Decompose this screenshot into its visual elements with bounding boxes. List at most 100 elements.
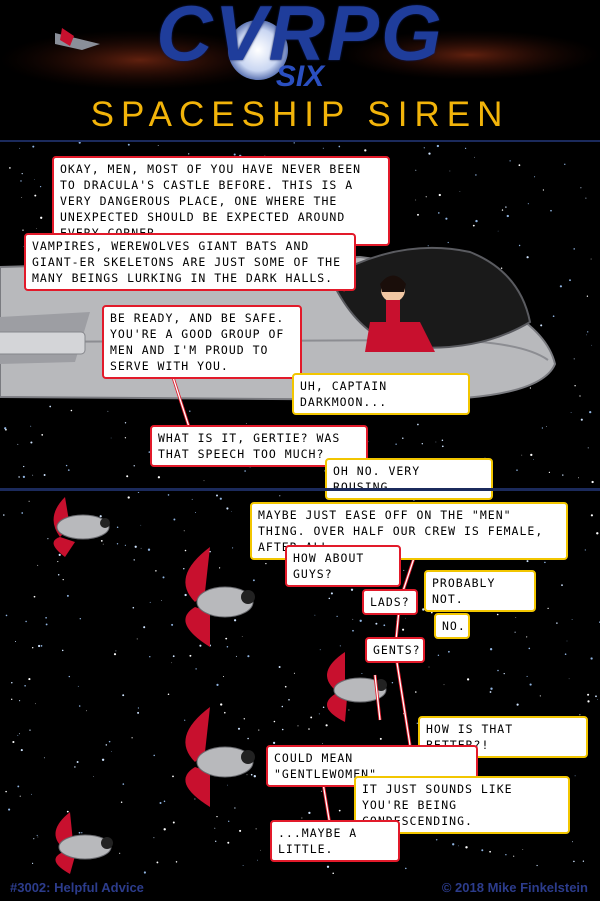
star <box>521 454 523 456</box>
star <box>172 655 175 658</box>
star <box>587 693 590 696</box>
star <box>224 711 226 714</box>
star <box>33 838 35 840</box>
star <box>137 707 139 709</box>
star <box>257 859 258 861</box>
star <box>43 757 45 759</box>
star <box>5 790 7 793</box>
star <box>156 861 159 864</box>
star <box>415 169 417 171</box>
star <box>149 601 151 603</box>
star <box>350 588 354 591</box>
star <box>361 673 363 674</box>
star <box>23 246 24 247</box>
star <box>526 256 529 259</box>
star <box>458 845 459 847</box>
star <box>272 741 276 745</box>
star <box>105 744 108 746</box>
star <box>452 843 455 846</box>
star <box>143 871 146 874</box>
star <box>539 695 541 697</box>
star <box>33 595 36 598</box>
star <box>297 725 299 727</box>
moon-graphic <box>228 20 288 80</box>
star <box>66 810 69 813</box>
star <box>159 801 162 805</box>
star <box>437 212 440 214</box>
star <box>562 474 564 476</box>
star <box>161 600 162 601</box>
star <box>348 709 350 711</box>
star <box>195 512 196 513</box>
star <box>395 443 397 445</box>
star <box>132 606 135 609</box>
speech-bubble-gertie-2: Oh no. Very rousing. <box>325 458 493 500</box>
star <box>402 628 405 631</box>
star <box>24 685 26 687</box>
star <box>188 153 190 155</box>
star <box>30 441 33 444</box>
star <box>147 548 151 551</box>
star <box>36 834 38 836</box>
star <box>529 683 532 686</box>
star <box>115 650 117 652</box>
star <box>284 685 287 688</box>
star <box>223 676 224 677</box>
star <box>99 515 102 518</box>
star <box>162 576 165 579</box>
star <box>569 279 571 282</box>
star <box>172 821 175 824</box>
star <box>438 193 441 197</box>
star <box>552 315 555 318</box>
star <box>247 655 250 658</box>
star <box>173 518 176 521</box>
star <box>120 801 123 803</box>
star <box>472 224 475 227</box>
star <box>595 695 597 698</box>
star <box>37 564 39 566</box>
star <box>19 700 21 702</box>
star <box>81 832 83 834</box>
star <box>281 728 284 731</box>
star <box>293 672 295 674</box>
star <box>561 584 563 586</box>
star <box>326 865 330 868</box>
star <box>40 216 43 219</box>
fleet-ship-5 <box>55 812 113 874</box>
star <box>278 666 281 668</box>
star <box>314 614 316 616</box>
star <box>34 194 37 197</box>
star <box>339 645 341 647</box>
star <box>578 477 579 479</box>
speech-bubble-captain-6: Lads? <box>362 589 418 615</box>
star <box>330 592 333 595</box>
star <box>321 790 323 792</box>
star <box>501 209 504 211</box>
star <box>175 861 178 863</box>
star <box>119 852 121 854</box>
star <box>20 180 22 182</box>
star <box>34 703 36 705</box>
star <box>526 560 529 563</box>
star <box>574 775 576 777</box>
star <box>459 191 461 193</box>
star <box>246 774 248 776</box>
star <box>375 622 378 625</box>
star <box>328 597 331 600</box>
star <box>596 532 599 535</box>
star <box>227 841 230 844</box>
star <box>428 152 431 155</box>
copyright-text: © 2018 Mike Finkelstein <box>441 880 588 895</box>
star <box>47 538 49 540</box>
star <box>466 678 470 681</box>
star <box>301 817 303 819</box>
footer: #3002: Helpful Advice © 2018 Mike Finkel… <box>0 876 600 901</box>
star <box>428 666 430 668</box>
star <box>111 751 112 752</box>
star <box>195 668 197 670</box>
star <box>546 425 547 427</box>
header-banner <box>0 0 600 140</box>
star <box>226 784 228 786</box>
star <box>540 324 543 327</box>
star <box>70 409 73 412</box>
